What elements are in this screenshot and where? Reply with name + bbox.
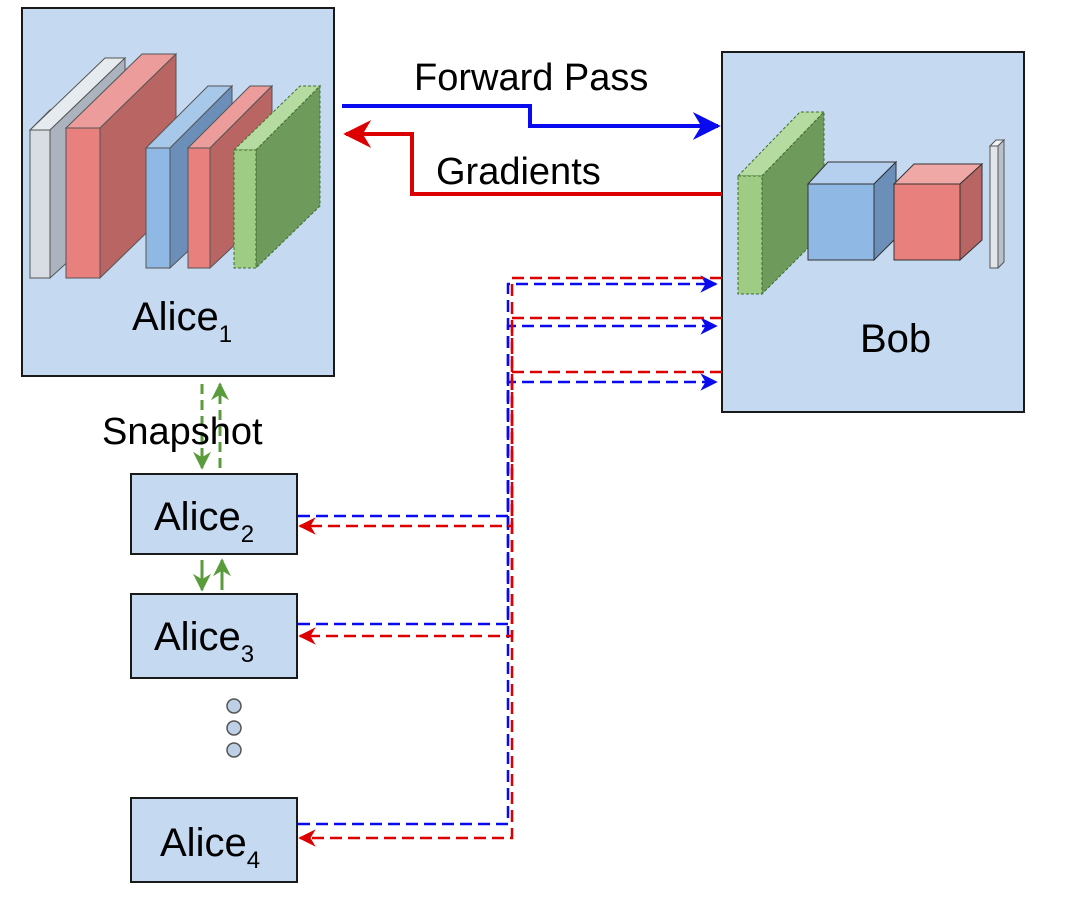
dashed-forward-lines (298, 275, 718, 826)
alice-4-box: Alice4 (130, 797, 298, 883)
dashed-gradient-lines (298, 276, 722, 847)
forward-pass-label: Forward Pass (414, 57, 648, 99)
snapshot-label: Snapshot (102, 411, 263, 453)
bob-label: Bob (860, 317, 931, 361)
alice-network-icon (28, 52, 322, 280)
alice-3-label: Alice3 (154, 615, 254, 668)
snapshot-arrows-2 (193, 558, 231, 592)
alice-2-label: Alice2 (154, 495, 254, 548)
bob-network-icon (736, 110, 1006, 296)
snapshot-arrows (193, 382, 229, 470)
alice-4-label: Alice4 (160, 821, 260, 874)
alice-2-box: Alice2 (130, 473, 298, 555)
alice-1-label: Alice1 (132, 295, 232, 348)
vertical-dots-icon (226, 698, 242, 758)
gradients-label: Gradients (436, 151, 601, 193)
bob-box: Bob (721, 51, 1025, 413)
forward-pass-arrow (342, 104, 721, 140)
alice-1-box: Alice1 (21, 7, 335, 377)
gradients-arrow (343, 120, 722, 196)
alice-3-box: Alice3 (130, 593, 298, 679)
